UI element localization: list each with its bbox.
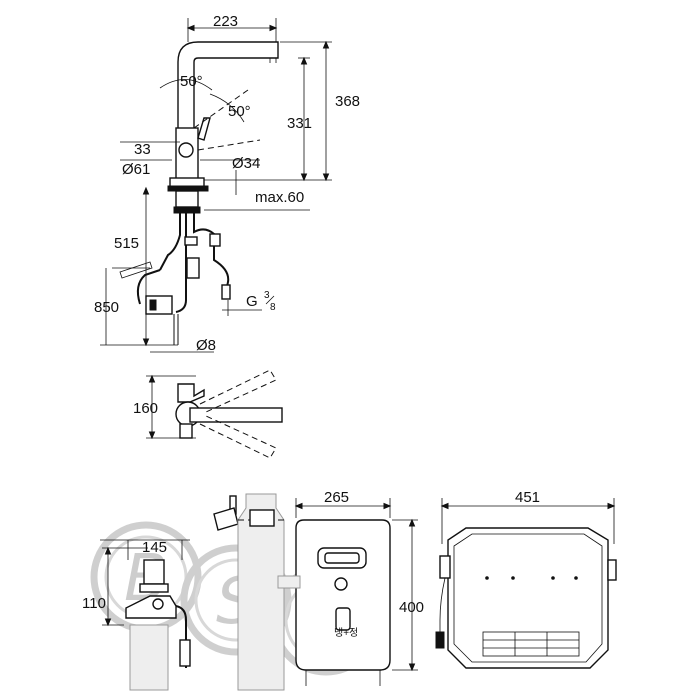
chiller-unit-side: 냉+정 265 400: [213, 489, 424, 691]
dim-spout-reach: 223: [213, 13, 238, 30]
dim-lever-offset: 33: [134, 141, 151, 158]
chiller-unit-front: 451: [435, 489, 617, 669]
dim-base-diameter: Ø61: [122, 161, 150, 178]
dim-hole-diameter: Ø34: [232, 155, 260, 172]
dim-connection-thread-num: 3: [264, 290, 270, 301]
dim-spout-height: 331: [287, 115, 312, 132]
dim-hose-length-inner: 515: [114, 235, 139, 252]
dim-swivel-angle-top: 50°: [180, 73, 203, 90]
dim-valve-height: 110: [82, 595, 106, 612]
dim-total-height: 368: [335, 93, 360, 110]
dim-max-deck-thickness: max.60: [255, 189, 304, 206]
dim-tube-diameter: Ø8: [196, 337, 216, 354]
dim-top-view-depth: 160: [133, 400, 158, 417]
dim-hose-length-outer: 850: [94, 299, 119, 316]
unit-display-label: 냉+정: [334, 627, 358, 639]
dim-swivel-angle-side: 50°: [228, 103, 251, 120]
faucet-dimension-labels: 223 368 331 50° 50° 33 Ø61 Ø34 max.60 51…: [94, 13, 360, 354]
faucet-side-view: [119, 41, 279, 345]
co2-valve: 145 110: [82, 539, 191, 691]
faucet-top-view: 160: [133, 369, 283, 459]
faucet-dimension-lines: [100, 18, 332, 353]
dim-unit-depth: 265: [324, 489, 349, 506]
dim-connection-thread: G: [246, 293, 258, 310]
dim-unit-width: 451: [515, 489, 540, 506]
dim-connection-thread-den: 8: [270, 302, 276, 313]
dim-valve-width: 145: [142, 539, 167, 556]
dim-unit-height: 400: [399, 599, 424, 616]
